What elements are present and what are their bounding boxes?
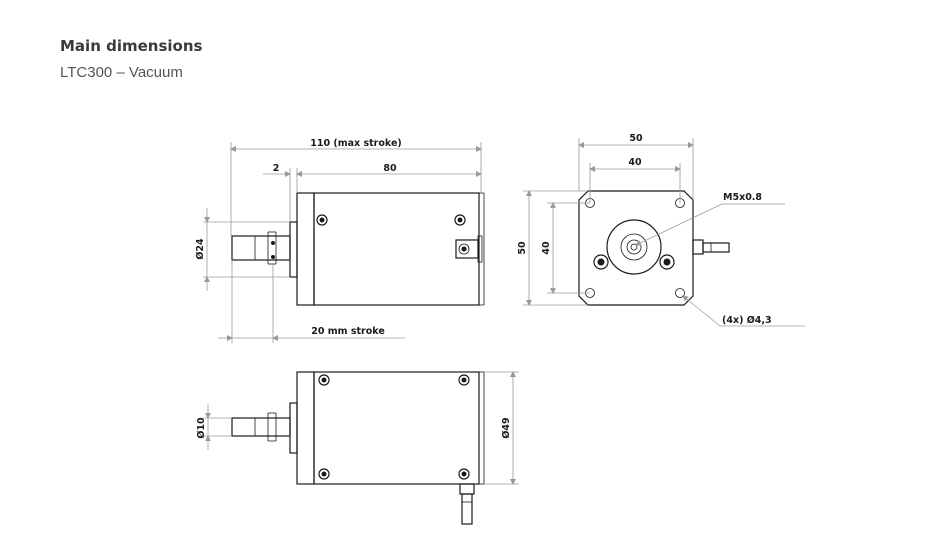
side-view: 110 (max stroke) 2 80 Ø24 20 mm stroke bbox=[195, 138, 485, 343]
top-body bbox=[313, 371, 480, 485]
mounting-hole-icon bbox=[675, 288, 685, 298]
screw-icon bbox=[454, 214, 466, 226]
body-length-label: 80 bbox=[383, 163, 397, 174]
screw-icon bbox=[458, 374, 470, 386]
shaft-diameter-label: Ø24 bbox=[195, 238, 206, 260]
screw-icon bbox=[316, 214, 328, 226]
side-shaft bbox=[231, 235, 291, 261]
tip-diameter-label: Ø10 bbox=[196, 417, 207, 439]
top-shaft bbox=[231, 417, 291, 437]
top-flange bbox=[296, 371, 315, 485]
side-body bbox=[313, 192, 480, 306]
max-stroke-label: 110 (max stroke) bbox=[310, 138, 401, 149]
inner-height-label: 40 bbox=[541, 241, 552, 255]
screw-icon bbox=[318, 374, 330, 386]
front-flange bbox=[578, 190, 694, 306]
thread-label: M5x0.8 bbox=[723, 192, 762, 203]
top-view: Ø10 Ø49 bbox=[196, 371, 519, 525]
side-flange bbox=[296, 192, 315, 306]
holes-label: (4x) Ø4,3 bbox=[722, 315, 772, 326]
page-title: Main dimensions bbox=[60, 37, 203, 55]
outer-width-label: 50 bbox=[629, 133, 643, 144]
screw-icon bbox=[458, 468, 470, 480]
offset-label: 2 bbox=[273, 163, 280, 174]
inner-width-label: 40 bbox=[628, 157, 642, 168]
stroke-label: 20 mm stroke bbox=[311, 326, 385, 337]
outer-height-label: 50 bbox=[517, 241, 528, 255]
front-view: 50 40 50 40 M5x0.8 (4x) Ø4,3 bbox=[517, 133, 805, 327]
body-diameter-label: Ø49 bbox=[501, 417, 512, 438]
page-subtitle: LTC300 – Vacuum bbox=[60, 64, 183, 81]
screw-icon bbox=[318, 468, 330, 480]
